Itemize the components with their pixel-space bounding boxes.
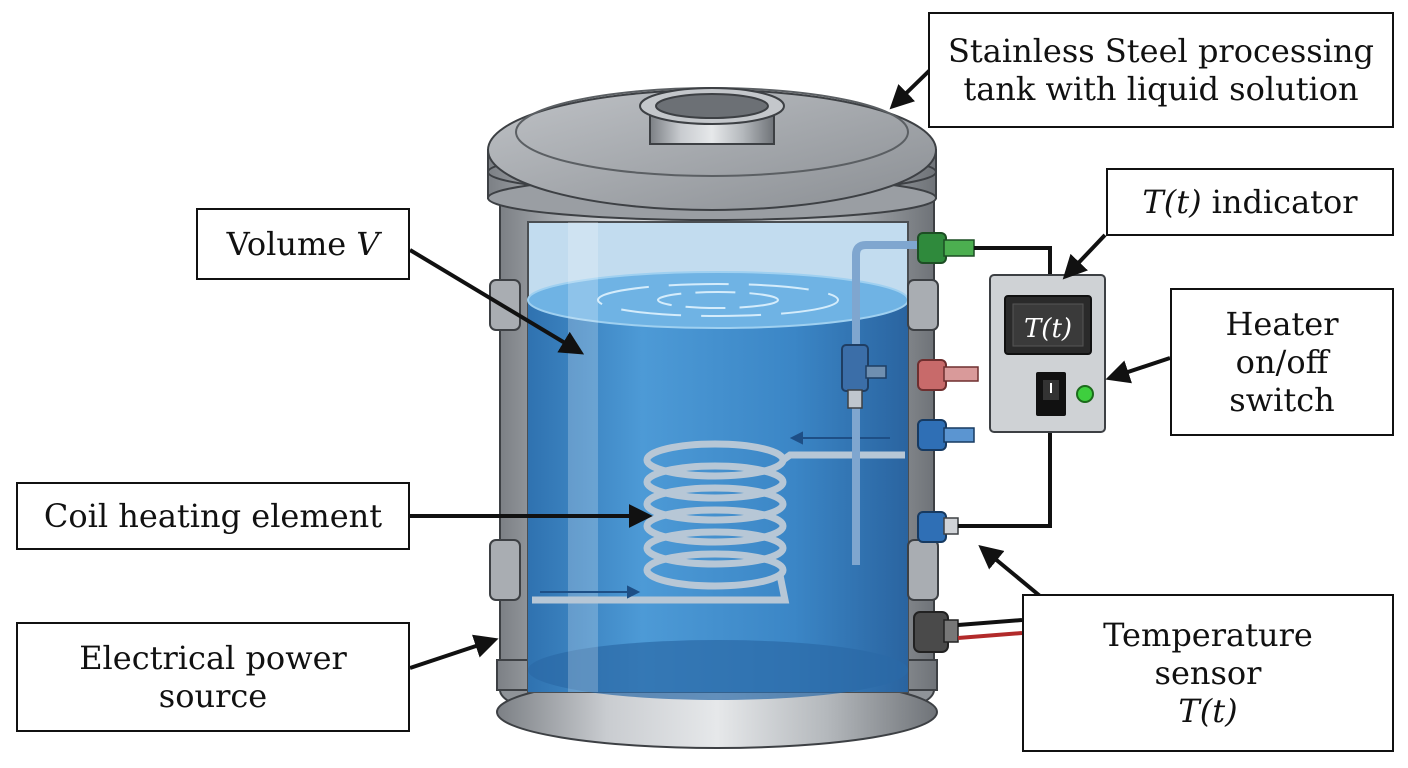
flow-arrows — [540, 431, 890, 599]
label-switch-line1: Heater — [1225, 305, 1339, 343]
label-indicator-symbol: T(t) — [1142, 183, 1202, 221]
leader-arrows — [408, 68, 1171, 670]
status-led-icon — [1076, 385, 1094, 403]
label-sensor-line2: sensor — [1154, 654, 1262, 692]
label-switch: Heater on/off switch — [1170, 288, 1394, 436]
indicator-readout: T(t) — [1024, 314, 1072, 344]
label-sensor-line1: Temperature — [1103, 616, 1313, 654]
label-volume: Volume V — [196, 208, 410, 280]
control-box: T(t) — [989, 274, 1106, 433]
power-connector — [913, 611, 959, 653]
label-coil: Coil heating element — [16, 482, 410, 550]
label-coil-text: Coil heating element — [43, 497, 383, 535]
tank-lid — [487, 87, 937, 221]
port-red — [917, 359, 979, 391]
wires — [957, 246, 1052, 640]
power-switch-icon[interactable] — [1036, 372, 1066, 416]
label-power: Electrical power source — [16, 622, 410, 732]
label-tank-line2: tank with liquid solution — [963, 70, 1359, 108]
label-volume-text: Volume — [226, 225, 347, 263]
label-sensor: Temperature sensor T(t) — [1022, 594, 1394, 752]
label-sensor-symbol: T(t) — [1178, 692, 1238, 730]
label-indicator-text: indicator — [1211, 183, 1358, 221]
label-tank-line1: Stainless Steel processing — [947, 32, 1375, 70]
label-switch-line3: switch — [1229, 381, 1335, 419]
label-tank: Stainless Steel processing tank with liq… — [928, 12, 1394, 128]
label-indicator: T(t) indicator — [1106, 168, 1394, 236]
label-power-line2: source — [158, 677, 268, 715]
sensor-probe — [841, 241, 935, 565]
port-blue — [917, 419, 975, 451]
coil-heating-element — [532, 440, 905, 604]
label-volume-symbol: V — [356, 225, 380, 263]
tank-body — [489, 189, 939, 749]
port-sensor — [917, 511, 959, 543]
label-power-line1: Electrical power — [79, 639, 347, 677]
label-switch-line2: on/off — [1235, 343, 1329, 381]
port-green — [917, 232, 975, 264]
